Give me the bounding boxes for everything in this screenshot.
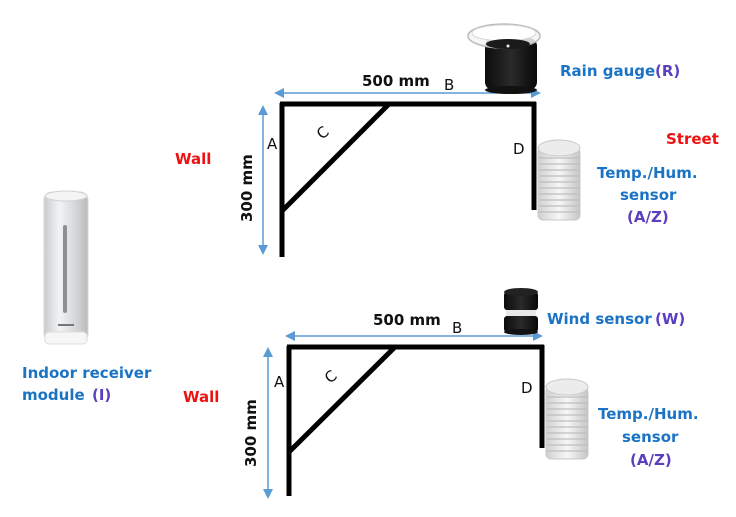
bottom-bracket <box>286 344 545 496</box>
indoor-module-label: Indoor receiver <box>22 364 152 382</box>
bottom-temp-hum-code: (A/Z) <box>630 451 672 469</box>
bottom-wall-label: Wall <box>183 388 219 406</box>
indoor-module-label-line2: module <box>22 386 85 404</box>
bottom-part-label-b: B <box>452 319 462 337</box>
bottom-part-label-d: D <box>521 379 533 397</box>
bottom-temp-hum-label-line2: sensor <box>622 428 679 446</box>
top-part-label-b: B <box>444 76 454 94</box>
rain-gauge-code: (R) <box>655 62 680 80</box>
wind-sensor-label: Wind sensor <box>547 310 652 328</box>
bottom-assembly: Wall 500 mm 300 mm A B C D Wind sensor (… <box>183 288 699 499</box>
top-width-dimension-label: 500 mm <box>362 72 430 90</box>
temp-hum-sensor-icon <box>545 378 589 460</box>
top-part-label-c: C <box>313 123 333 144</box>
top-height-dimension-label: 300 mm <box>238 154 256 222</box>
wind-sensor-code: (W) <box>655 310 685 328</box>
top-bracket <box>279 101 537 257</box>
bottom-height-dimension-label: 300 mm <box>242 399 260 467</box>
bottom-bracket-part-c <box>287 345 397 454</box>
street-label: Street <box>666 130 719 148</box>
indoor-receiver-module-icon <box>43 190 89 345</box>
top-temp-hum-code: (A/Z) <box>627 208 669 226</box>
bottom-width-dimension-label: 500 mm <box>373 311 441 329</box>
top-part-label-a: A <box>267 135 278 153</box>
top-wall-label: Wall <box>175 150 211 168</box>
bottom-temp-hum-label-line1: Temp./Hum. <box>598 405 699 423</box>
top-temp-hum-label-line2: sensor <box>620 186 677 204</box>
rain-gauge-icon <box>467 23 541 94</box>
top-bracket-part-c <box>280 102 391 213</box>
top-part-label-d: D <box>513 140 525 158</box>
top-assembly: Wall Street 500 mm 300 mm A B C D Rain g… <box>175 23 719 257</box>
wind-sensor-icon <box>504 288 538 335</box>
indoor-module-code: (I) <box>92 386 111 404</box>
bottom-part-label-a: A <box>274 373 285 391</box>
bottom-part-label-c: C <box>321 367 341 388</box>
rain-gauge-label: Rain gauge <box>560 62 655 80</box>
temp-hum-sensor-icon <box>537 139 581 221</box>
top-temp-hum-label-line1: Temp./Hum. <box>597 164 698 182</box>
